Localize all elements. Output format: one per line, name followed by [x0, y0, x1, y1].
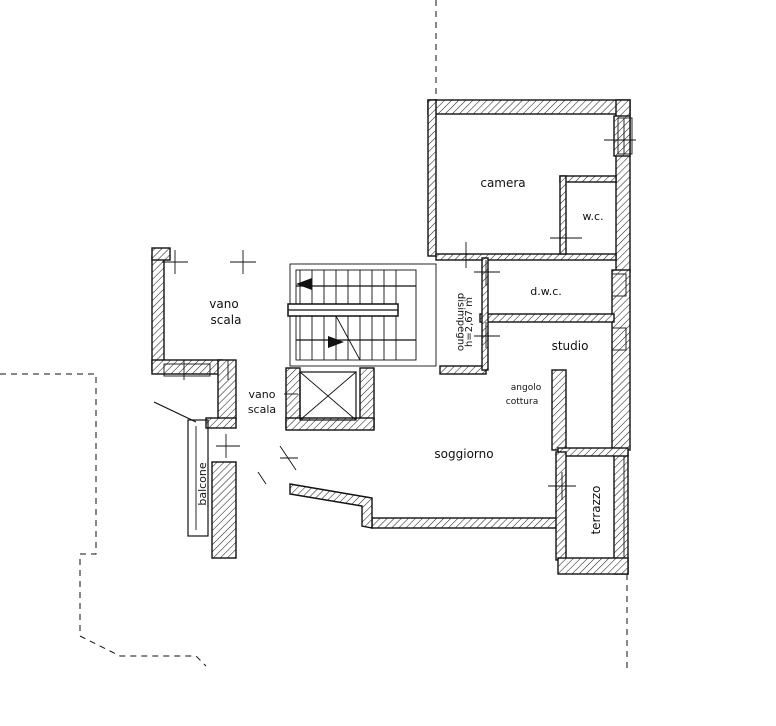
room-label-scala-1: scala: [211, 313, 242, 327]
room-label-terrazzo: terrazzo: [589, 485, 603, 534]
room-label-vano-1: vano: [209, 297, 238, 311]
room-label-studio: studio: [552, 339, 589, 353]
stair-arrow-up-icon: [296, 278, 312, 290]
room-height-label: h=2,67 m: [464, 297, 475, 347]
main-staircase: [287, 263, 437, 367]
door-marks: [162, 139, 636, 500]
room-label-soggiorno: soggiorno: [434, 447, 493, 461]
terrazzo-railing: [565, 455, 625, 559]
room-label-scala-2: scala: [248, 403, 276, 416]
room-label-wc: w.c.: [582, 210, 603, 223]
room-label-disimpegno: disimpegno: [455, 293, 466, 351]
room-label-camera: camera: [480, 176, 525, 190]
room-label-balcone: balcone: [196, 462, 209, 506]
room-label-angolo: angolo: [511, 383, 542, 393]
room-label-dwc: d.w.c.: [530, 285, 562, 298]
window-symbols: [163, 117, 633, 377]
room-label-vano-2: vano: [249, 388, 276, 401]
neighbour-boundaries: [0, 0, 628, 668]
stair-arrow-down-icon: [328, 336, 344, 348]
exterior-walls: [151, 99, 631, 575]
balcone-railing: [153, 401, 209, 537]
room-label-cottura: cottura: [506, 397, 538, 407]
lift-shaft: [299, 371, 357, 421]
